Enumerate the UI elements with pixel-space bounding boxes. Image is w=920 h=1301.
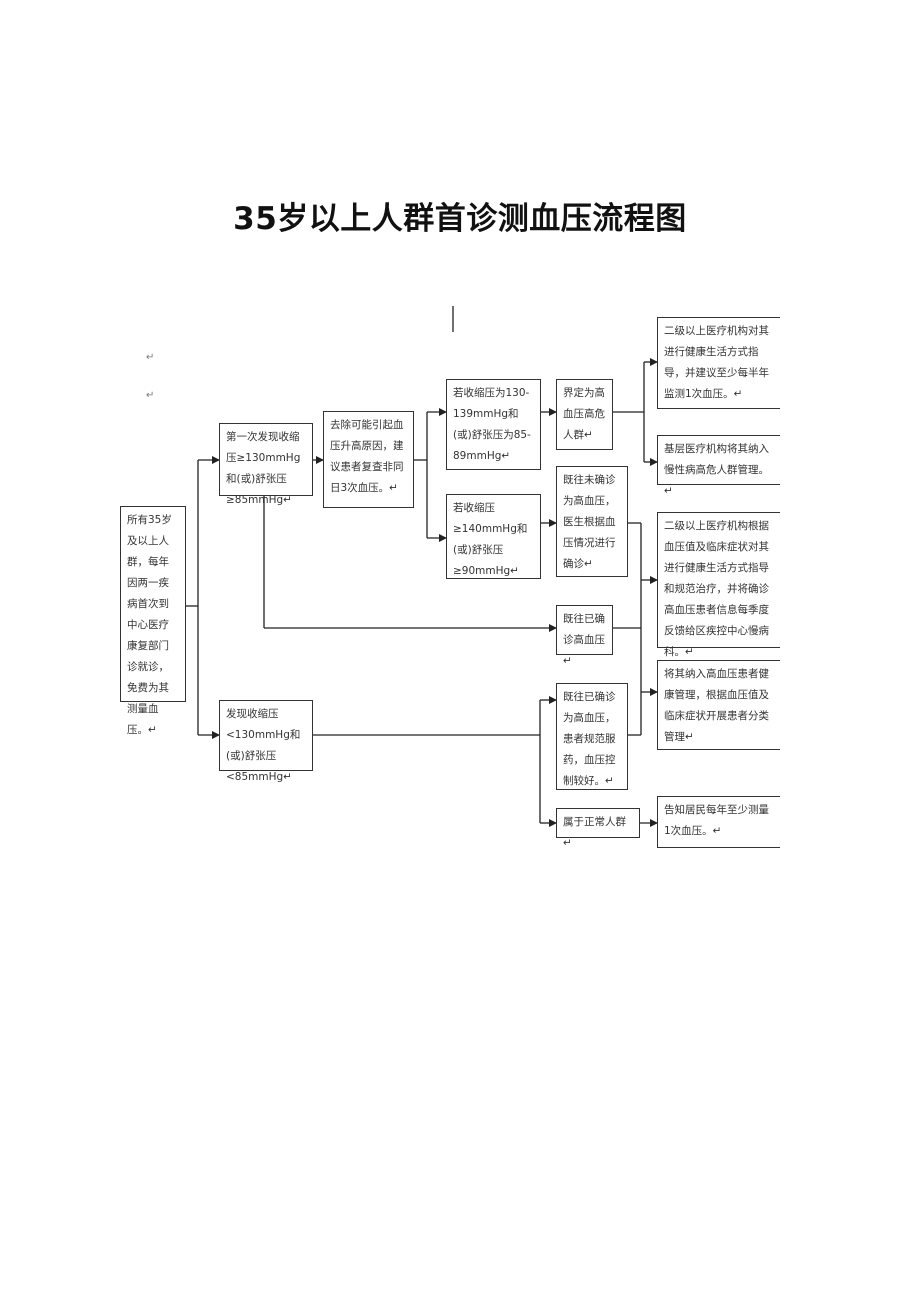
box-high-risk: 界定为高血压高危人群↵ — [556, 379, 613, 450]
box-range-130: 若收缩压为130-139mmHg和(或)舒张压为85-89mmHg↵ — [446, 379, 541, 470]
box-confirm-treat: 二级以上医疗机构根据血压值及临床症状对其进行健康生活方式指导和规范治疗，并将确诊… — [657, 512, 780, 658]
box-secondary-guidance: 二级以上医疗机构对其进行健康生活方式指导，并建议至少每半年监测1次血压。↵ — [657, 317, 780, 409]
page-title: 35岁以上人群首诊测血压流程图 — [233, 201, 687, 237]
paragraph-mark: ↵ — [146, 352, 155, 363]
box-inform-resident: 告知居民每年至少测量1次血压。↵ — [657, 796, 780, 848]
box-start: 所有35岁及以上人群，每年因两一疾病首次到中心医疗康复部门诊就诊，免费为其测量血… — [120, 506, 186, 736]
box-first-normal: 发现收缩压<130mmHg和(或)舒张压<85mmHg↵ — [219, 700, 313, 783]
box-not-confirmed: 既往未确诊为高血压，医生根据血压情况进行确诊↵ — [556, 466, 628, 577]
box-range-140: 若收缩压≥140mmHg和(或)舒张压≥90mmHg↵ — [446, 494, 541, 579]
box-confirmed: 既往已确诊高血压↵ — [556, 605, 613, 667]
box-primary-management: 基层医疗机构将其纳入慢性病高危人群管理。↵ — [657, 435, 780, 497]
box-first-high: 第一次发现收缩压≥130mmHg和(或)舒张压≥85mmHg↵ — [219, 423, 313, 506]
box-normal: 属于正常人群↵ — [556, 808, 640, 849]
paragraph-mark: ↵ — [146, 390, 155, 401]
box-confirmed-controlled: 既往已确诊为高血压，患者规范服药，血压控制较好。↵ — [556, 683, 628, 790]
box-remove-causes: 去除可能引起血压升高原因，建议患者复查非同日3次血压。↵ — [323, 411, 414, 508]
box-patient-management: 将其纳入高血压患者健康管理，根据血压值及临床症状开展患者分类管理↵ — [657, 660, 780, 750]
